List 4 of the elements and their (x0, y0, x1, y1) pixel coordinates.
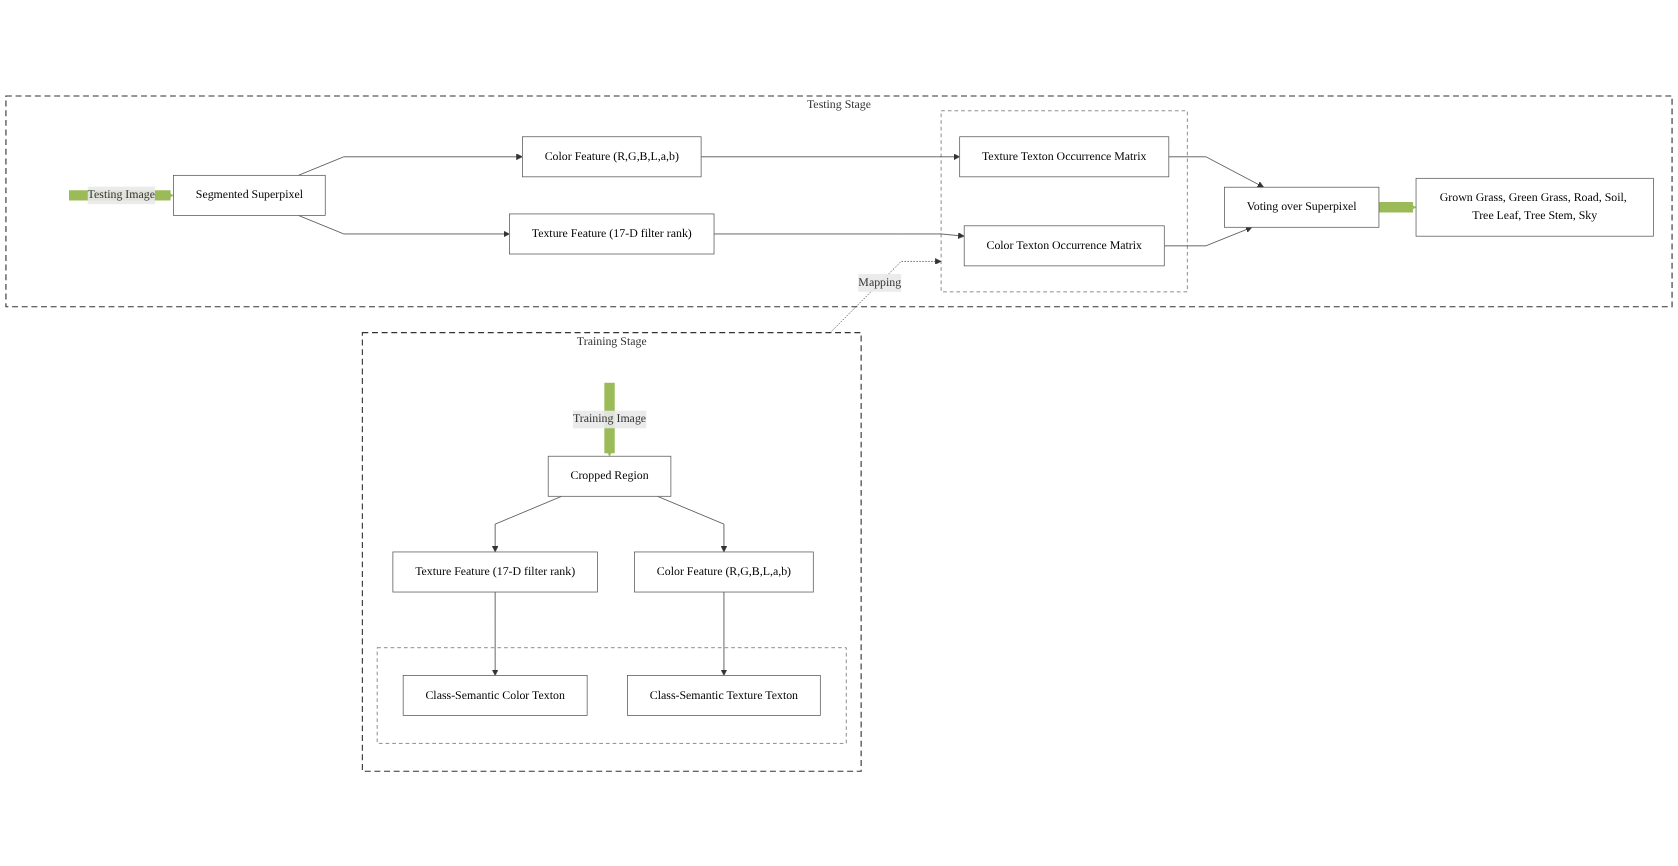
arrow (1378, 201, 1417, 212)
cluster (376, 646, 847, 744)
arrow (604, 382, 615, 456)
cluster (940, 109, 1188, 292)
